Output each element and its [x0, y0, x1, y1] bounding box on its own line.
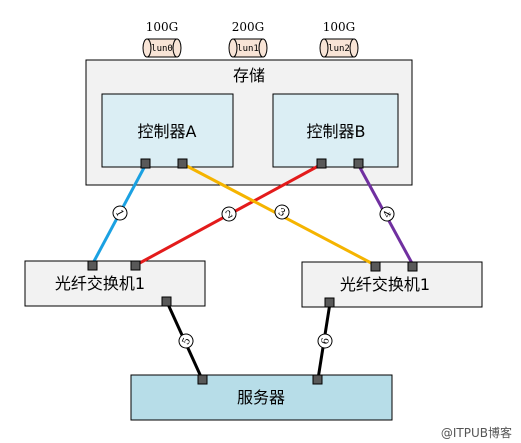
link-2-number: 2 [224, 209, 235, 222]
lun-2: 100G lun2 [319, 20, 359, 58]
server: 服务器 [130, 374, 393, 421]
port [177, 158, 188, 169]
lun-cylinder-end [172, 38, 182, 58]
port [324, 297, 335, 308]
link-1-number: 1 [113, 208, 126, 219]
port [130, 260, 141, 271]
watermark-text: @ITPUB博客 [441, 425, 512, 440]
link-5-badge: 5 [178, 333, 194, 349]
port [87, 260, 98, 271]
lun-name-label: lun0 [151, 44, 173, 54]
link-6-badge: 6 [317, 333, 333, 349]
link-1-badge: 1 [112, 205, 128, 221]
lun-cylinder-end [319, 38, 329, 58]
port [316, 158, 327, 169]
lun-name-label: lun2 [328, 44, 350, 54]
port [353, 158, 364, 169]
server-label: 服务器 [237, 388, 285, 407]
controller-b-box [272, 93, 399, 168]
storage-title: 存储 [233, 66, 265, 85]
lun-size-label: 100G [146, 20, 179, 34]
fc-switch-left: 光纤交换机1 [24, 260, 206, 307]
port [140, 158, 151, 169]
link-3-number: 3 [276, 207, 287, 220]
lun-cylinder-end [142, 38, 152, 58]
port [161, 296, 172, 307]
link-5-number: 5 [181, 336, 194, 346]
lun-name-label: lun1 [237, 44, 259, 54]
ports [87, 158, 418, 385]
storage-array: 存储 控制器A 控制器B [85, 59, 413, 186]
port [197, 374, 208, 385]
lun-size-label: 100G [323, 20, 356, 34]
port [312, 374, 323, 385]
port [370, 261, 381, 272]
controller-a-box [101, 93, 234, 168]
lun-cylinder-end [349, 38, 359, 58]
switch-label: 光纤交换机1 [55, 274, 145, 293]
controller-a-label: 控制器A [138, 122, 197, 141]
link-4-number: 4 [382, 209, 395, 220]
server-box [130, 374, 393, 421]
lun-cylinder-end [258, 38, 268, 58]
switch-box [24, 260, 206, 307]
link-3-badge: 3 [274, 204, 290, 220]
lun-0: 100G lun0 [142, 20, 182, 58]
link-2-badge: 2 [221, 206, 237, 222]
lun-size-label: 200G [232, 20, 265, 34]
link-6-number: 6 [320, 337, 332, 345]
link-4-badge: 4 [379, 206, 395, 222]
port [407, 261, 418, 272]
lun-1: 200G lun1 [228, 20, 268, 58]
switch-label: 光纤交换机1 [340, 275, 430, 294]
controller-b-label: 控制器B [307, 122, 366, 141]
lun-cylinder-end [228, 38, 238, 58]
